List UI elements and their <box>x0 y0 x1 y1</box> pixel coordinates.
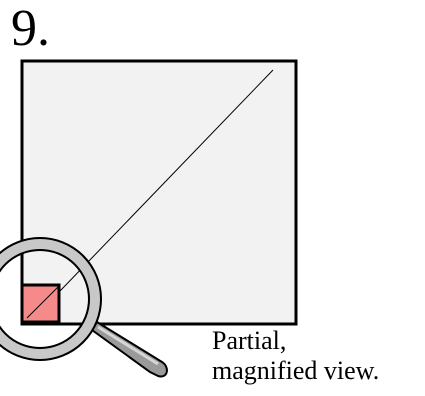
main-square <box>20 59 298 326</box>
caption-line-1: Partial, <box>212 326 287 355</box>
caption-line-2: magnified view. <box>212 356 380 385</box>
magnifying-glass-icon <box>0 237 168 378</box>
figure-number: 9. <box>11 0 50 57</box>
magnified-diagonal <box>26 286 59 319</box>
caption: Partial, magnified view. <box>212 326 379 386</box>
magnified-region <box>20 283 61 324</box>
magnifier-lens-ring-inner <box>0 239 100 359</box>
diagonal-line <box>33 69 274 319</box>
magnifier-handle-highlight <box>97 325 159 366</box>
